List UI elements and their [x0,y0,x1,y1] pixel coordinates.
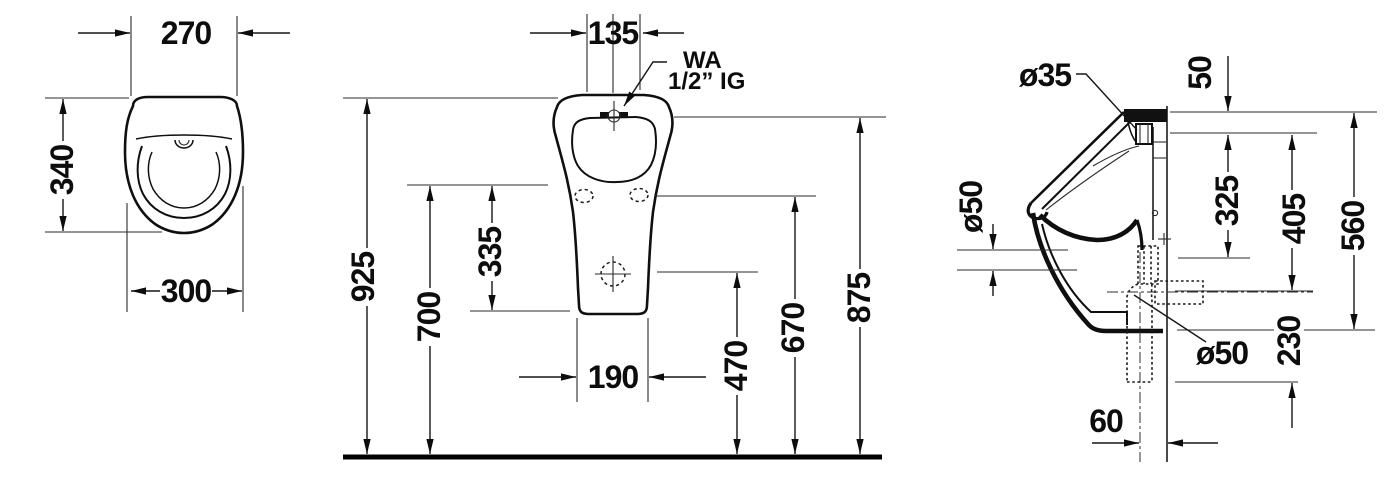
dim-front-height-rim: 700 [411,186,447,454]
dim-front-height-bowl-rim: 670 [775,197,811,454]
side-top-to-inlet-label: 50 [1182,56,1218,90]
dim-side-wall-to-drain: 60 [1089,403,1218,447]
elbow-outer [1126,283,1139,382]
side-wall-to-drain-label: 60 [1089,403,1123,439]
dim-front-rim-to-base: 335 [472,186,508,310]
front-rim-to-base-label: 335 [472,227,508,278]
front-height-bowl-rim-label: 670 [775,303,811,354]
dim-plan-width: 300 [126,186,244,312]
side-outlet-pipe-diameter-label: ø50 [953,181,989,233]
drain-diameter-label: ø50 [1196,335,1248,371]
bowl-section [1038,213,1139,243]
fixing-hole-right [629,187,649,203]
front-height-top-label: 925 [345,252,381,303]
dim-front-height-inlet: 875 [841,118,877,454]
inlet-fitting [1127,121,1153,145]
dim-side-top-to-inlet: 50 [1182,56,1232,111]
water-inlet-mark [600,101,628,131]
side-outlet-drop-label: 230 [1271,316,1307,367]
dim-side-outlet-drop: 230 [1271,312,1307,428]
bowl-outer [136,145,232,220]
plan-width-label: 300 [161,273,212,309]
hidden-drain-piping [1107,245,1313,462]
plan-urinal-outline [123,95,245,235]
front-spreader-label: 135 [588,15,639,51]
spreader [174,139,194,149]
plan-width-top-label: 270 [161,15,212,51]
rim-line [135,134,233,140]
front-height-rim-label: 700 [411,292,447,343]
dim-plan-width-top: 270 [78,15,290,96]
dim-front-height-top: 925 [345,99,381,454]
water-connection-label-1: WA [683,47,722,74]
fixing-hole-left [574,188,594,204]
dim-side-inlet-to-mount: 325 [1209,135,1245,257]
back-mounting-detail [1151,127,1171,245]
side-inlet-to-outlet-label: 405 [1276,194,1312,245]
water-connection-callout: WA 1/2” IG [623,47,745,107]
side-urinal-profile [1026,109,1171,334]
dim-side-outlet-pipe-diameter: ø50 [953,181,1077,296]
inlet-diameter-label: ø35 [1019,57,1071,93]
water-connection-label-2: 1/2” IG [668,68,745,95]
plan-view: 270 340 300 [44,15,290,312]
outlet-spigot [1137,245,1159,285]
callout-drain-diameter: ø50 [1133,294,1249,371]
bowl-inner [147,151,221,209]
side-view: ø35 50 325 405 560 230 [953,56,1377,462]
dim-front-spreader: 135 [530,14,684,93]
callout-inlet-diameter: ø35 [1019,57,1138,131]
dim-side-inlet-to-outlet: 405 [1276,135,1312,290]
front-view: 135 WA 1/2” IG 925 700 335 [343,14,886,460]
top-rim-section [1124,109,1167,122]
front-height-inlet-label: 875 [841,273,877,324]
underside-outline [1030,212,1163,334]
dim-side-top-to-base: 560 [1335,113,1371,329]
dim-plan-depth: 340 [44,97,162,233]
front-bowl-opening [571,115,657,184]
dim-front-height-outlet: 470 [718,273,754,454]
side-top-to-base-label: 560 [1335,201,1371,252]
front-urinal-outline [552,93,674,316]
side-inlet-to-mount-label: 325 [1209,176,1245,227]
outlet-mark [595,256,631,292]
dim-front-base-width: 190 [519,318,706,402]
front-height-outlet-label: 470 [718,341,754,392]
front-base-width-label: 190 [588,359,639,395]
plan-depth-label: 340 [44,145,80,196]
